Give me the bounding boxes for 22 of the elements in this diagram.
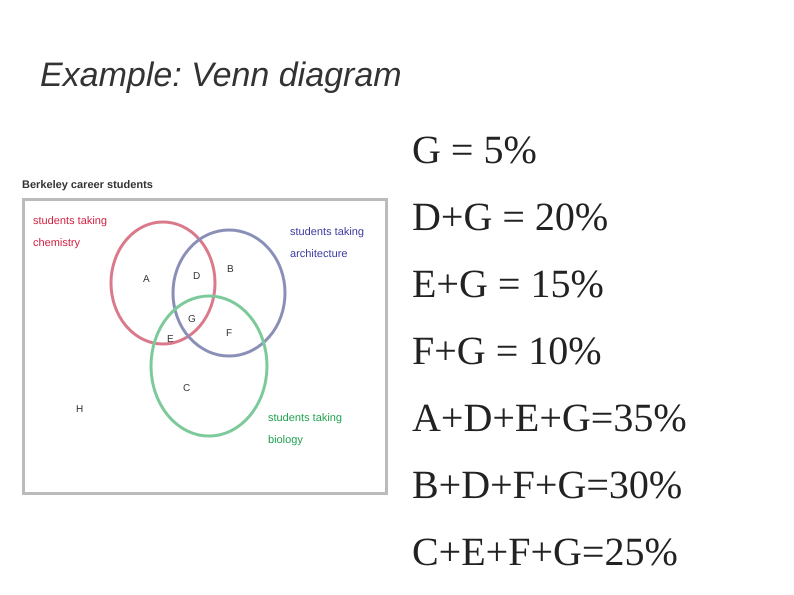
title: Example: Venn diagram [40, 55, 402, 96]
equation: F+G = 10% [412, 331, 602, 371]
equation: B+D+F+G=30% [412, 465, 682, 505]
equation: A+D+E+G=35% [412, 398, 687, 438]
set-ellipse [108, 219, 218, 347]
region-letter: H [76, 405, 84, 415]
set-label: students taking biology [268, 411, 343, 448]
region-letter: C [183, 384, 190, 394]
set-ellipse [148, 293, 270, 439]
region-letter: G [188, 315, 196, 325]
region-letter: D [193, 272, 200, 282]
set-heading: Berkeley career students [22, 178, 153, 193]
equation: G = 5% [412, 130, 537, 170]
equation: C+E+F+G=25% [412, 532, 678, 572]
equation: E+G = 15% [412, 264, 604, 304]
equation: D+G = 20% [412, 197, 608, 237]
region-letter: F [226, 329, 232, 339]
set-label: students taking chemistry [33, 214, 108, 251]
region-letter: E [167, 335, 174, 345]
region-letter: A [143, 275, 150, 285]
region-letter: B [227, 265, 234, 275]
set-label: students taking architecture [290, 225, 365, 262]
